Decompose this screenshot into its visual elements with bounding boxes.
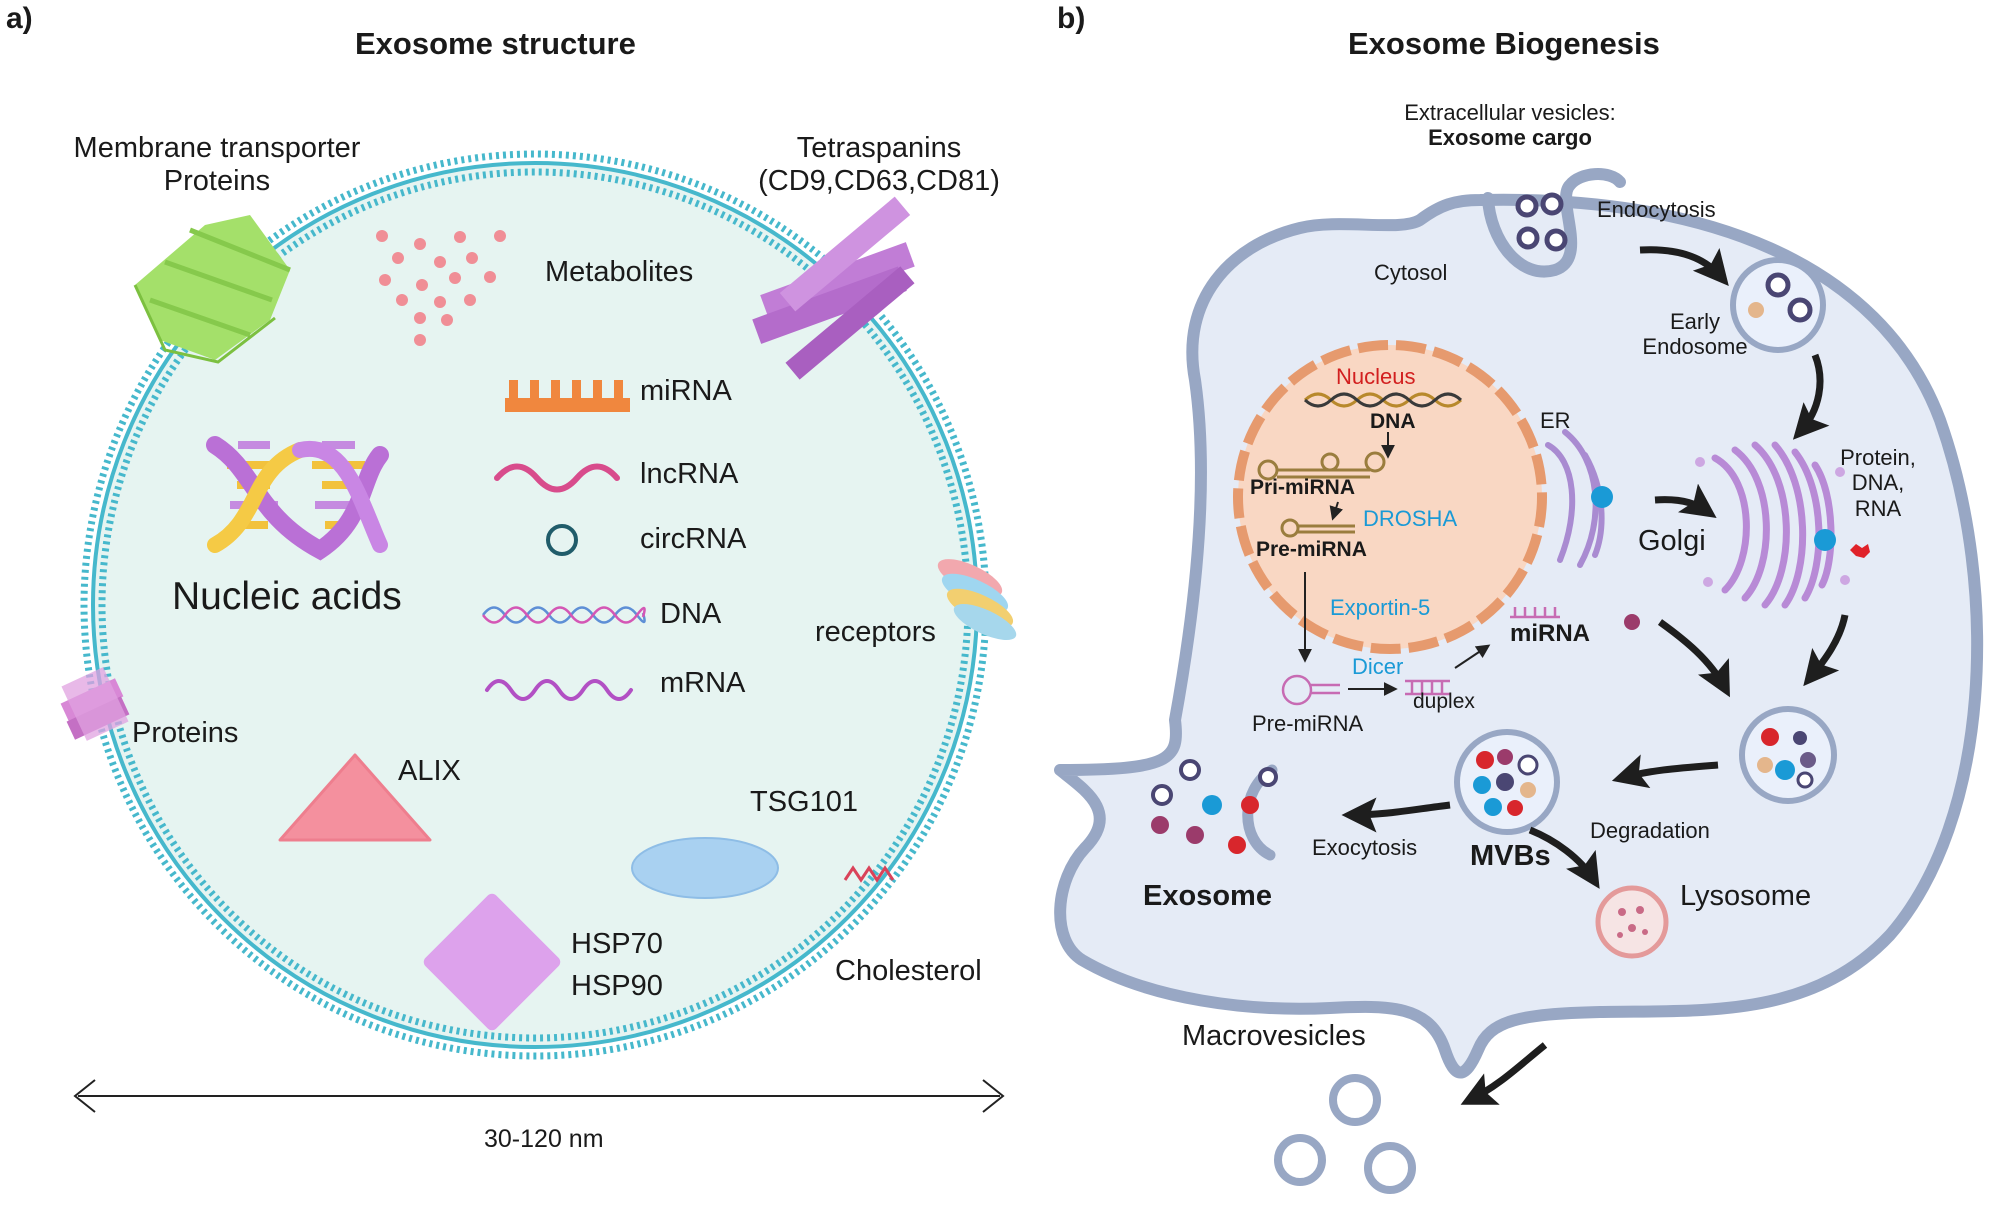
cargo-line2: DNA, [1851, 470, 1905, 496]
ev-cargo-label: Extracellular vesicles: Exosome cargo [1360, 100, 1660, 151]
lncrna-icon [494, 463, 620, 493]
receptors-label: receptors [815, 616, 936, 648]
degradation-label: Degradation [1590, 818, 1710, 843]
cargo-label: Protein, DNA, RNA [1828, 445, 1928, 521]
cytosol-label: Cytosol [1374, 260, 1448, 285]
membrane-transporter-line2: Proteins [163, 165, 271, 198]
macrovesicles [1274, 1074, 1416, 1194]
exocytosis-label: Exocytosis [1312, 835, 1418, 860]
cargo-line3: RNA [1854, 495, 1902, 521]
size-scale-arrow [73, 1079, 1005, 1113]
pri-mirna-structure [1257, 451, 1386, 481]
proteins-membrane-icon [60, 667, 130, 741]
metabolites-label: Metabolites [545, 256, 694, 288]
tsg101-label: TSG101 [750, 786, 858, 818]
circrna-label: circRNA [640, 523, 747, 555]
hsp-diamond-icon [423, 893, 561, 1031]
panel-a-title: Exosome structure [355, 26, 636, 61]
nucleic-acids-label: Nucleic acids [172, 575, 402, 618]
endocytosis-label: Endocytosis [1597, 197, 1716, 222]
duplex-to-mirna-arrow [1454, 644, 1491, 669]
nucleic-acids-helix-icon [206, 436, 389, 561]
panel-a-letter: a) [6, 2, 33, 35]
duplex-structure [1405, 679, 1450, 696]
panel-b-letter: b) [1057, 2, 1086, 35]
golgi-cargo-protein-dot [1814, 529, 1836, 551]
process-arrows [1341, 246, 1849, 1105]
cargo-line1: Protein, [1840, 445, 1916, 470]
pre-mirna-cytoplasm-label: Pre-miRNA [1252, 711, 1364, 736]
golgi-vesicles [1695, 457, 1850, 587]
er-label: ER [1540, 408, 1571, 433]
dna-icon [481, 606, 646, 624]
golgi-label: Golgi [1638, 525, 1706, 557]
lncrna-label: lncRNA [640, 458, 739, 490]
size-label: 30-120 nm [484, 1125, 604, 1153]
cholesterol-label: Cholesterol [835, 955, 982, 987]
metabolites-dots [376, 230, 506, 346]
pre-mirna-nucleus-label: Pre-miRNA [1256, 538, 1367, 561]
primirna-to-premirna-arrow [1329, 501, 1344, 521]
dna-label: DNA [660, 598, 722, 630]
golgi-cargo-rna-mark [1850, 544, 1870, 558]
mrna-label: mRNA [660, 667, 746, 699]
golgi-apparatus [1711, 441, 1835, 609]
er-cargo-dot [1591, 486, 1613, 508]
circrna-icon [546, 524, 578, 556]
early-endosome-label: Early Endosome [1615, 309, 1775, 360]
cytosol-cargo-dot [1624, 614, 1640, 630]
alix-triangle-icon [278, 753, 432, 842]
membrane-transporter-label: Membrane transporter Proteins [62, 132, 372, 199]
nucleus-dna-helix [1303, 392, 1463, 408]
lysosome-label: Lysosome [1680, 880, 1812, 912]
ev-line1: Extracellular vesicles: [1404, 100, 1616, 125]
dicer-label: Dicer [1352, 654, 1404, 679]
mature-mirna-structure [1510, 607, 1560, 619]
ev-line2: Exosome cargo [1428, 125, 1592, 151]
lysosome [1595, 885, 1669, 959]
exosome-label: Exosome [1143, 880, 1272, 912]
membrane-transporter-line1: Membrane transporter [73, 132, 361, 164]
receptors-icon [937, 559, 1017, 641]
proteins-label: Proteins [132, 717, 239, 749]
membrane-transporter-protein [133, 215, 291, 364]
duplex-label: duplex [1413, 690, 1475, 713]
released-exosomes [1151, 759, 1278, 854]
pri-mirna-label: Pri-miRNA [1250, 476, 1356, 499]
early-endosome-line2: Endosome [1642, 334, 1748, 360]
endocytic-pit [1482, 168, 1626, 278]
mirna-icon [505, 380, 630, 412]
mirna-label: miRNA [640, 375, 732, 407]
panel-b-title: Exosome Biogenesis [1348, 26, 1660, 61]
exportin-label: Exportin-5 [1330, 595, 1431, 620]
hsp90-label: HSP90 [571, 970, 663, 1002]
nucleus-label: Nucleus [1336, 364, 1416, 389]
early-endosome [1730, 257, 1826, 353]
nucleus [1233, 340, 1547, 654]
alix-label: ALIX [398, 755, 461, 787]
tetraspanins-label: Tetraspanins (CD9,CD63,CD81) [740, 132, 1018, 199]
pre-mirna-nucleus-structure [1280, 518, 1355, 538]
hsp70-label: HSP70 [571, 928, 663, 960]
cholesterol-icon [843, 865, 895, 883]
early-endosome-line1: Early [1669, 309, 1721, 334]
drosha-label: DROSHA [1363, 506, 1458, 531]
tetraspanins-line1: Tetraspanins [796, 132, 962, 164]
tsg101-ellipse-icon [631, 837, 779, 899]
tetraspanins-protein [752, 196, 915, 380]
late-endosome [1739, 706, 1837, 804]
tetraspanins-line2: (CD9,CD63,CD81) [758, 165, 1000, 198]
mvbs-label: MVBs [1470, 840, 1551, 872]
endocytosed-particles [1515, 192, 1568, 252]
mature-mirna-label: miRNA [1510, 620, 1591, 647]
macrovesicles-label: Macrovesicles [1182, 1020, 1366, 1052]
pre-mirna-cytoplasm [1281, 674, 1340, 706]
nucleus-dna-label: DNA [1370, 410, 1416, 433]
mvb-vesicle [1454, 729, 1560, 835]
mrna-icon [485, 679, 633, 701]
